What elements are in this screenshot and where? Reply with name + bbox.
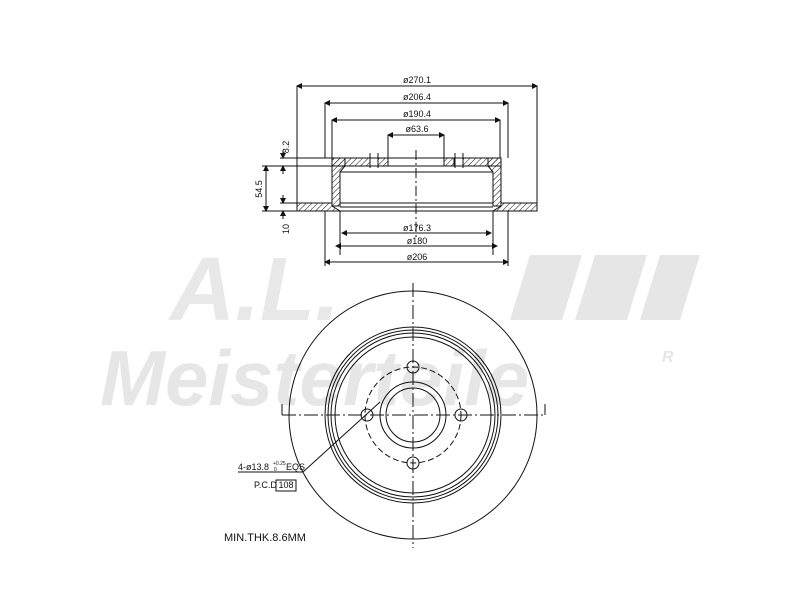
watermark-brand-top: A.L. <box>168 240 340 340</box>
bolt-hole-tol-lower: 0 <box>274 467 277 473</box>
side-view-labels: ø270.1 ø206.4 ø190.4 ø63.6 ø176.3 ø180 ø… <box>254 75 431 262</box>
dim-flange-thickness: 8.2 <box>281 141 291 154</box>
dim-diameter-206-4: ø206.4 <box>403 92 431 102</box>
pcd-value: 108 <box>278 480 293 490</box>
watermark-brand-main: Meisterteile <box>100 334 529 422</box>
bolt-hole-label: 4-ø13.8 <box>238 462 269 472</box>
dim-drum-inner: ø180 <box>407 236 428 246</box>
bolt-hole-tol-upper: +0.25 <box>273 461 286 467</box>
dim-diameter-190-4: ø190.4 <box>403 109 431 119</box>
pcd-label: P.C.D <box>254 480 277 490</box>
bolt-hole-count: 4-ø13.8 <box>238 462 269 472</box>
watermark: A.L. Meisterteile R <box>100 240 700 422</box>
pcd-box <box>275 479 297 492</box>
dim-diameter-176-3: ø176.3 <box>403 223 431 233</box>
watermark-registered: R <box>662 349 674 366</box>
front-view-labels: 4-ø13.8 +0.25 0 EQS P.C.D 108 MIN.THK.8.… <box>224 461 306 544</box>
dim-hub-bore: ø63.6 <box>405 124 428 134</box>
front-view <box>238 283 546 548</box>
watermark-bars <box>510 255 700 320</box>
dim-outer-diameter: ø270.1 <box>403 75 431 85</box>
dim-rim-thickness: 10 <box>281 224 291 234</box>
side-view <box>262 83 538 266</box>
min-thickness-note: MIN.THK.8.6MM <box>224 532 306 544</box>
bolt-hole-suffix: EQS <box>286 462 305 472</box>
dim-drum-outer: ø206 <box>407 252 428 262</box>
dim-height: 54.5 <box>254 180 264 198</box>
